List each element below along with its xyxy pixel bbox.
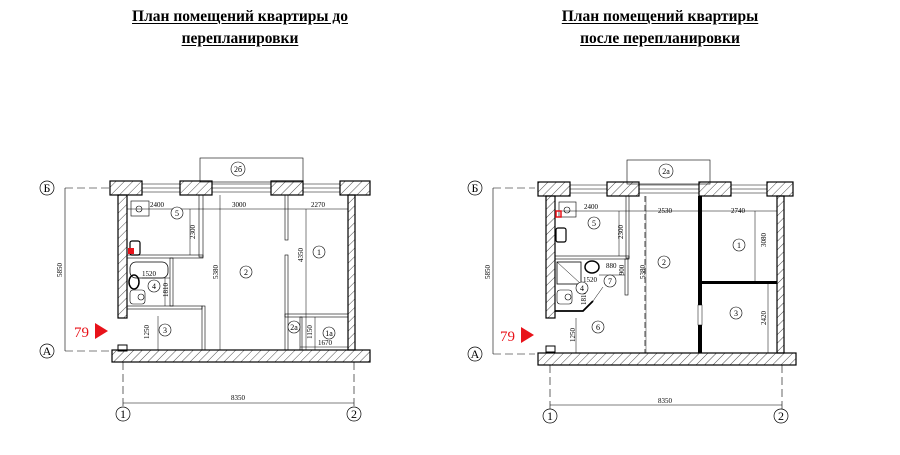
dim-bath-depth: 1810 (580, 291, 588, 306)
axis-label-1: 1 (547, 409, 553, 423)
title-before-line1: План помещений квартиры до (132, 8, 348, 25)
room-label-2a: 2а (290, 323, 298, 332)
dim-overall-depth: 5850 (484, 265, 492, 280)
dim-kitchen-width: 2400 (150, 201, 165, 209)
room-label-2: 2 (662, 258, 666, 267)
axis-label-a: А (471, 347, 480, 361)
axis-label-a: А (43, 344, 52, 358)
dim-kitchen-depth: 2300 (617, 225, 625, 240)
dim-closet-depth: 1150 (306, 325, 314, 339)
dim-bath-width: 1520 (142, 270, 157, 278)
dim-kitchen-width: 2400 (584, 203, 599, 211)
room-label-3: 3 (163, 326, 167, 335)
room-label-5: 5 (592, 219, 596, 228)
marker-number: 79 (74, 325, 89, 341)
axis-label-b: Б (472, 181, 479, 195)
dim-overall-depth: 5850 (56, 263, 64, 278)
room-label-1: 1 (737, 241, 741, 250)
marker-square-before (128, 248, 134, 254)
dim-bedroom-width: 2740 (731, 207, 746, 215)
dim-bedroom1-depth: 3080 (760, 233, 768, 248)
title-after: План помещений квартиры после перепланир… (480, 6, 840, 50)
dim-closet-width: 1670 (318, 339, 333, 347)
dim-bath-width: 1520 (583, 276, 598, 284)
room-label-3: 3 (734, 309, 738, 318)
dim-bedroom-depth: 4350 (297, 248, 305, 263)
room-label-4: 4 (580, 284, 584, 293)
axis-label-1: 1 (120, 407, 126, 421)
dim-overall-width: 8350 (231, 394, 246, 402)
title-before: План помещений квартиры до перепланировк… (60, 6, 420, 50)
dim-closet-width: 880 (606, 262, 617, 270)
balcony-label: 2а (662, 167, 670, 176)
plan-before-labels: Б А 1 2 8350 5850 2400 3000 2270 2300 53… (39, 161, 362, 422)
marker-square-after (555, 210, 562, 218)
dim-living-width: 2530 (658, 207, 673, 215)
marker-arrow-icon (521, 327, 534, 343)
title-after-line1: План помещений квартиры (561, 8, 759, 25)
dim-living-depth: 5380 (639, 265, 647, 280)
room-label-4: 4 (152, 282, 156, 291)
dim-overall-width: 8350 (658, 397, 673, 405)
dim-bedroom3-depth: 2420 (760, 311, 768, 326)
room-label-1a: 1а (325, 329, 333, 338)
dim-hall-depth: 1250 (143, 325, 151, 340)
dim-living-depth: 5380 (212, 265, 220, 280)
marker-arrow-icon (95, 323, 108, 339)
axis-label-2: 2 (778, 409, 784, 423)
dim-bedroom-width: 2270 (311, 201, 326, 209)
room-label-5: 5 (175, 209, 179, 218)
dim-living-width: 3000 (232, 201, 247, 209)
dim-bath-depth: 1810 (162, 283, 170, 298)
plan-before (64, 157, 371, 408)
room-label-2: 2 (244, 268, 248, 277)
room-label-1: 1 (317, 248, 321, 257)
title-after-line2: после перепланировки (580, 30, 740, 47)
dim-kitchen-depth: 2300 (189, 225, 197, 240)
axis-label-b: Б (44, 181, 51, 195)
plan-after (492, 159, 797, 410)
marker-number: 79 (500, 329, 515, 345)
title-before-line2: перепланировки (181, 30, 299, 47)
dim-hall-depth: 1250 (569, 328, 577, 343)
dim-closet-depth: 900 (618, 264, 626, 275)
room-label-7: 7 (608, 277, 612, 286)
axis-label-2: 2 (351, 407, 357, 421)
plan-after-labels: Б А 1 2 8350 5850 2400 2530 2740 2300 53… (467, 163, 789, 424)
balcony-label: 2б (234, 165, 242, 174)
room-label-6: 6 (596, 323, 600, 332)
